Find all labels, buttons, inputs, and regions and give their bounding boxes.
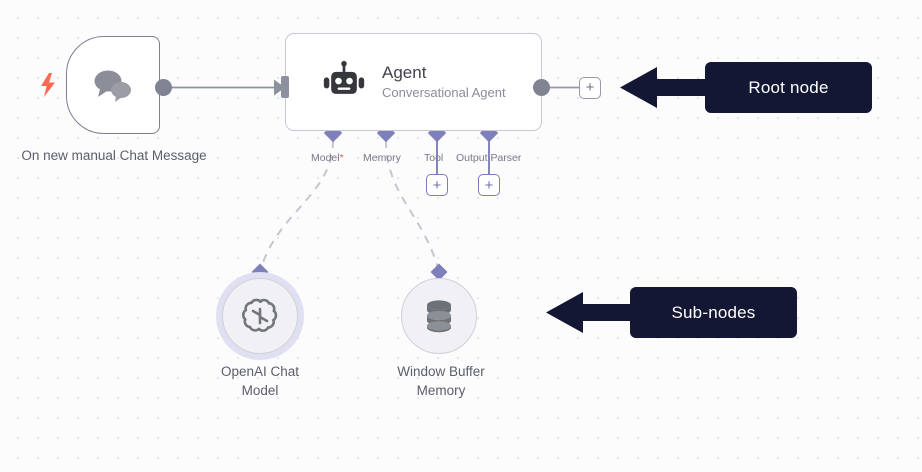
plus-icon: + bbox=[432, 176, 442, 194]
add-tool-subnode-button[interactable]: + bbox=[426, 174, 448, 196]
agent-subtitle: Conversational Agent bbox=[382, 85, 506, 101]
lightning-bolt-icon bbox=[41, 73, 55, 97]
agent-input-port[interactable] bbox=[281, 76, 289, 98]
annotation-root-node-label: Root node bbox=[748, 77, 829, 97]
trigger-caption-text: On new manual Chat Message bbox=[21, 148, 207, 163]
database-stack-icon bbox=[427, 300, 451, 333]
robot-icon bbox=[323, 60, 365, 94]
port-label-output-parser: Output Parser bbox=[456, 152, 522, 164]
port-label-tool: Tool bbox=[424, 152, 444, 164]
memory-caption-line2: Memory bbox=[416, 383, 466, 399]
agent-output-port[interactable] bbox=[533, 79, 550, 96]
agent-title: Agent bbox=[382, 63, 427, 83]
node-window-buffer-memory[interactable] bbox=[401, 278, 477, 354]
openai-caption-line2: Model bbox=[241, 383, 279, 399]
node-on-new-manual-chat-message[interactable] bbox=[66, 36, 160, 134]
node-caption-openai-chat-model: OpenAI Chat Model bbox=[180, 362, 340, 400]
port-label-model-text: Model bbox=[311, 152, 340, 164]
port-label-memory: Memory bbox=[363, 152, 401, 164]
port-label-model: Model* bbox=[311, 152, 344, 164]
plus-icon: + bbox=[585, 79, 595, 96]
memory-caption-line1: Window Buffer bbox=[397, 364, 485, 379]
openai-logo-icon bbox=[241, 298, 278, 332]
annotation-root-node: Root node bbox=[705, 62, 872, 113]
agent-text-block: Agent Conversational Agent bbox=[382, 63, 506, 100]
annotation-sub-nodes: Sub-nodes bbox=[630, 287, 797, 338]
node-caption-window-buffer-memory: Window Buffer Memory bbox=[359, 362, 523, 400]
sub-nodes-annotation-arrow bbox=[546, 292, 638, 333]
root-node-annotation-arrow bbox=[620, 67, 712, 108]
node-caption-trigger: On new manual Chat Message bbox=[14, 146, 214, 165]
add-node-after-agent-button[interactable]: + bbox=[579, 76, 601, 99]
annotation-sub-nodes-label: Sub-nodes bbox=[671, 302, 756, 322]
openai-caption-line1: OpenAI Chat bbox=[220, 364, 300, 379]
node-openai-chat-model[interactable] bbox=[222, 278, 298, 354]
plus-icon: + bbox=[484, 176, 494, 194]
add-output-parser-subnode-button[interactable]: + bbox=[478, 174, 500, 196]
node-agent[interactable]: Agent Conversational Agent bbox=[285, 33, 542, 131]
chat-bubbles-icon bbox=[94, 70, 131, 102]
trigger-output-port[interactable] bbox=[155, 79, 172, 96]
port-required-marker-model: * bbox=[339, 152, 344, 164]
